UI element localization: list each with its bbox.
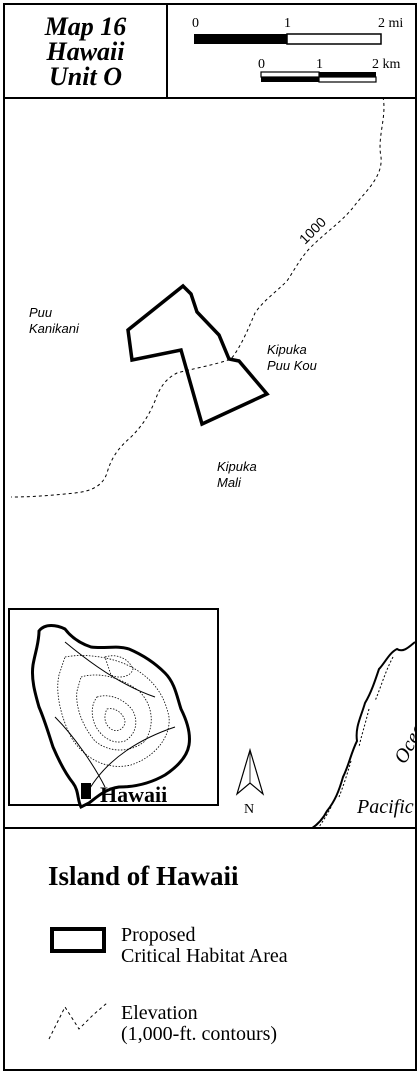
ocean-label-line-2: Ocean [390,711,415,767]
inset-island-outline [31,624,191,810]
place-label-kipuka-mali: Kipuka Mali [217,459,260,490]
north-arrow-icon: N [235,747,265,817]
map-title-line-2: Hawaii [46,36,125,66]
legend-contour-swatch [48,1002,108,1040]
inset-unit-location-marker [81,783,91,799]
scale-km-tick-0: 0 [258,57,265,72]
map-frame: Map 16 Hawaii Unit O 0 1 2 mi 0 1 2 km 1… [3,3,417,1071]
kipuka-mali-line-2: Mali [217,475,242,490]
scale-mi-black-segment [194,34,287,44]
place-label-puu-kanikani: Puu Kanikani [29,305,80,336]
scale-mi-white-segment [286,33,382,45]
puu-kanikani-line-2: Kanikani [29,321,80,336]
north-label: N [244,802,254,817]
ocean-label: Pacific [356,796,414,818]
map-title-line-1: Map 16 [44,11,127,41]
scale-km-white-segment-1 [260,71,320,78]
inset-contours [57,655,170,767]
map-area: 1000 Puu Kanikani Kipuka Puu Kou Kipuka … [8,97,415,829]
scale-mi-tick-0: 0 [192,16,199,31]
inset-island-map: Hawaii [31,624,191,810]
place-label-kipuka-puu-kou: Kipuka Puu Kou [267,342,317,373]
scale-bar-area: 0 1 2 mi 0 1 2 km [166,5,417,99]
legend: Island of Hawaii Proposed Critical Habit… [5,827,415,1071]
kipuka-mali-line-1: Kipuka [217,459,257,474]
scale-mi-tick-1: 1 [284,16,291,31]
inset-roads [54,641,176,798]
contour-label: 1000 [296,214,329,247]
map-title-block: Map 16 Hawaii Unit O [5,5,168,99]
coastline [310,641,415,829]
coastline-shading [318,656,394,828]
inset-label-hawaii: Hawaii [100,782,167,807]
ocean-label-2: Ocean [390,711,415,767]
legend-title: Island of Hawaii [48,861,239,891]
scale-km-white-segment-2 [318,76,377,83]
ocean-label-line-1: Pacific [356,796,414,818]
critical-habitat-polygon [126,283,270,427]
kipuka-puu-kou-line-1: Kipuka [267,342,307,357]
puu-kanikani-line-1: Puu [29,305,52,320]
scale-km-tick-2: 2 km [372,57,401,72]
kipuka-puu-kou-line-2: Puu Kou [267,358,317,373]
elevation-contour-line [10,97,385,498]
legend-habitat-swatch [50,927,106,953]
legend-elevation-line-2: (1,000-ft. contours) [121,1023,278,1045]
legend-habitat-text: Proposed Critical Habitat Area [121,925,288,967]
scale-mi-tick-2: 2 mi [378,16,403,31]
scale-km-tick-1: 1 [316,57,323,72]
legend-elevation-line-1: Elevation [121,1002,198,1024]
scale-km-black-segment-1 [261,77,319,82]
map-title-line-3: Unit O [49,61,122,91]
legend-habitat-line-2: Critical Habitat Area [121,945,288,967]
scale-bars: 0 1 2 mi 0 1 2 km [192,16,403,83]
scale-km-black-segment-2 [319,72,376,77]
legend-elevation-text: Elevation (1,000-ft. contours) [121,1003,277,1045]
legend-habitat-line-1: Proposed [121,924,196,946]
